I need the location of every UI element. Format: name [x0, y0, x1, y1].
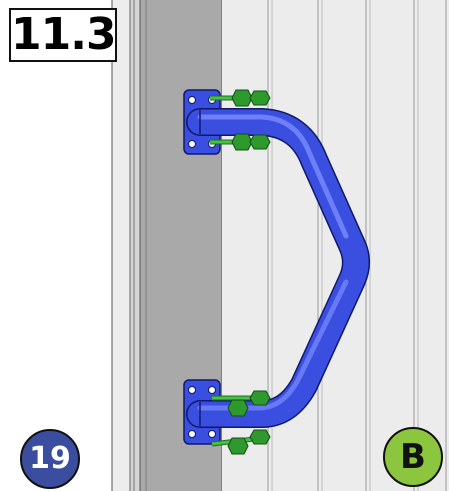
step-number: 11.3 — [9, 8, 117, 62]
variant-badge: B — [383, 427, 443, 487]
page-number-badge: 19 — [20, 429, 80, 489]
